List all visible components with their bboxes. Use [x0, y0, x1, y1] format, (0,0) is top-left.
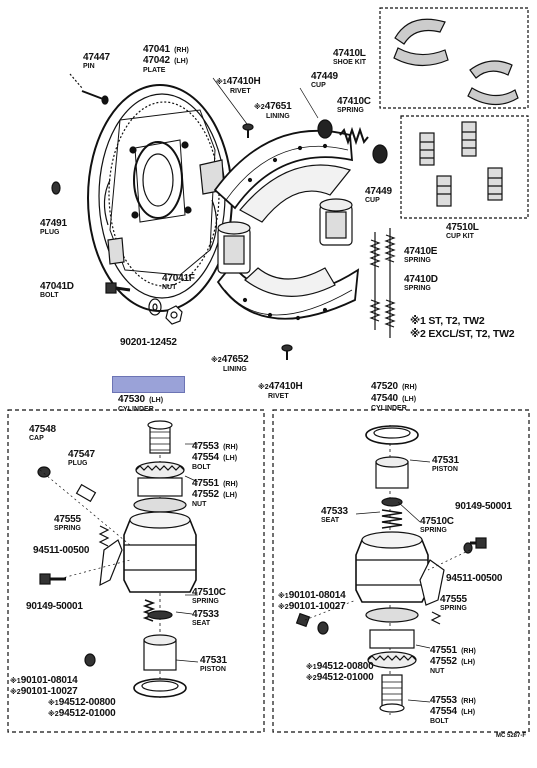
label-47042[interactable]: 47042 (LH) PLATE — [143, 55, 189, 75]
label-94512-01000-right[interactable]: ※294512-01000 — [306, 672, 374, 683]
label-47547[interactable]: 47547 PLUG — [68, 449, 95, 468]
label-47540[interactable]: 47540 (LH) CYLINDER — [371, 393, 417, 413]
leader-lines — [175, 77, 431, 703]
label-47551-right[interactable]: 47551 (RH) — [430, 645, 476, 656]
label-47510l[interactable]: 47510L CUP KIT — [446, 222, 479, 241]
label-47510c-right[interactable]: 47510C SPRING — [420, 516, 454, 535]
label-90149-left[interactable]: 90149-50001 — [26, 601, 83, 612]
plug-drawing — [51, 181, 61, 195]
washer-drawing — [148, 298, 162, 316]
lower-brake-shoe — [216, 263, 360, 321]
label-47533-left[interactable]: 47533 SEAT — [192, 609, 219, 628]
label-47548[interactable]: 47548 CAP — [29, 424, 56, 443]
pin-drawing — [69, 73, 109, 105]
label-47555-left[interactable]: 47555 SPRING — [54, 514, 81, 533]
cup-drawing-top — [317, 119, 333, 139]
cup-kit-box — [400, 115, 529, 219]
shoe-kit-box — [379, 7, 529, 109]
label-47041[interactable]: 47041 (RH) — [143, 44, 189, 55]
label-47530[interactable]: 47530 (LH) CYLINDER — [118, 394, 164, 414]
cup-kit-parts — [419, 121, 503, 207]
label-90101-10027-right[interactable]: ※290101-10027 — [278, 601, 346, 612]
label-90201-12452[interactable]: 90201-12452 — [120, 337, 177, 348]
label-47553-right[interactable]: 47553 (RH) — [430, 695, 476, 706]
label-94511-right[interactable]: 94511-00500 — [446, 573, 503, 584]
right-cylinder-box — [272, 409, 530, 733]
label-47554-right[interactable]: 47554 (LH) BOLT — [430, 706, 476, 726]
label-47555-right[interactable]: 47555 SPRING — [440, 594, 467, 613]
label-94512-01000-left[interactable]: ※294512-01000 — [48, 708, 116, 719]
cup-drawing-bottom — [372, 144, 388, 164]
label-47553-left[interactable]: 47553 (RH) — [192, 441, 238, 452]
label-47410c[interactable]: 47410C SPRING — [337, 96, 371, 115]
label-94512-00800-right[interactable]: ※194512-00800 — [306, 661, 374, 672]
label-47410e[interactable]: 47410E SPRING — [404, 246, 438, 265]
figure-code: MC 5287-F — [496, 733, 527, 739]
label-47410l[interactable]: 47410L SHOE KIT — [333, 48, 367, 67]
label-47520[interactable]: 47520 (RH) — [371, 381, 417, 392]
label-47554-left[interactable]: 47554 (LH) BOLT — [192, 452, 238, 472]
shoe-kit-shoe-1 — [393, 18, 449, 67]
label-90101-08014-right[interactable]: ※190101-08014 — [278, 590, 346, 601]
spring-drawing-e — [369, 232, 381, 330]
label-47552-left[interactable]: 47552 (LH) NUT — [192, 489, 238, 509]
rivet-drawing-bottom — [281, 344, 293, 360]
label-94511-left[interactable]: 94511-00500 — [33, 545, 90, 556]
label-47531-right[interactable]: 47531 PISTON — [432, 455, 459, 474]
label-47041f[interactable]: 47041F NUT — [162, 273, 195, 292]
spring-drawing-d — [384, 228, 396, 338]
label-47491[interactable]: 47491 PLUG — [40, 218, 67, 237]
label-47410h-top[interactable]: ※147410H RIVET — [216, 76, 261, 96]
highlighted-part-number[interactable] — [112, 376, 185, 393]
right-small-parts — [295, 537, 487, 635]
shoe-kit-shoe-2 — [467, 60, 519, 106]
label-90149-right[interactable]: 90149-50001 — [455, 501, 512, 512]
nut-drawing — [165, 305, 183, 325]
upper-brake-shoe — [213, 129, 353, 223]
label-47533-right[interactable]: 47533 SEAT — [321, 506, 348, 525]
label-47652[interactable]: ※247652 LINING — [211, 354, 249, 374]
right-cylinder-stack — [355, 425, 429, 715]
wheel-cylinder-lower — [217, 221, 251, 274]
label-47552-right[interactable]: 47552 (LH) NUT — [430, 656, 476, 676]
bolt-drawing — [105, 282, 131, 294]
label-47410h-bottom[interactable]: ※247410H RIVET — [258, 381, 303, 401]
spring-drawing-c — [339, 126, 369, 146]
backing-plate-drawing — [87, 84, 233, 312]
label-47041d[interactable]: 47041D BOLT — [40, 281, 74, 300]
note-2: ※2 EXCL/ST, T2, TW2 — [410, 328, 515, 340]
label-47510c-left[interactable]: 47510C SPRING — [192, 587, 226, 606]
label-47651[interactable]: ※247651 LINING — [254, 101, 292, 121]
label-94512-00800-left[interactable]: ※194512-00800 — [48, 697, 116, 708]
label-90101-10027-left[interactable]: ※290101-10027 — [10, 686, 78, 697]
label-47410d[interactable]: 47410D SPRING — [404, 274, 438, 293]
label-47447[interactable]: 47447 PIN — [83, 52, 110, 71]
note-1: ※1 ST, T2, TW2 — [410, 315, 485, 327]
left-cylinder-box — [7, 409, 265, 733]
label-47531-left[interactable]: 47531 PISTON — [200, 655, 227, 674]
label-47449-bottom[interactable]: 47449 CUP — [365, 186, 392, 205]
wheel-cylinder-upper — [319, 198, 353, 246]
label-90101-08014-left[interactable]: ※190101-08014 — [10, 675, 78, 686]
rivet-drawing-top — [242, 123, 254, 138]
label-47551-left[interactable]: 47551 (RH) — [192, 478, 238, 489]
left-small-parts — [37, 466, 131, 667]
label-47449-top[interactable]: 47449 CUP — [311, 71, 338, 90]
left-cylinder-stack — [123, 420, 197, 700]
